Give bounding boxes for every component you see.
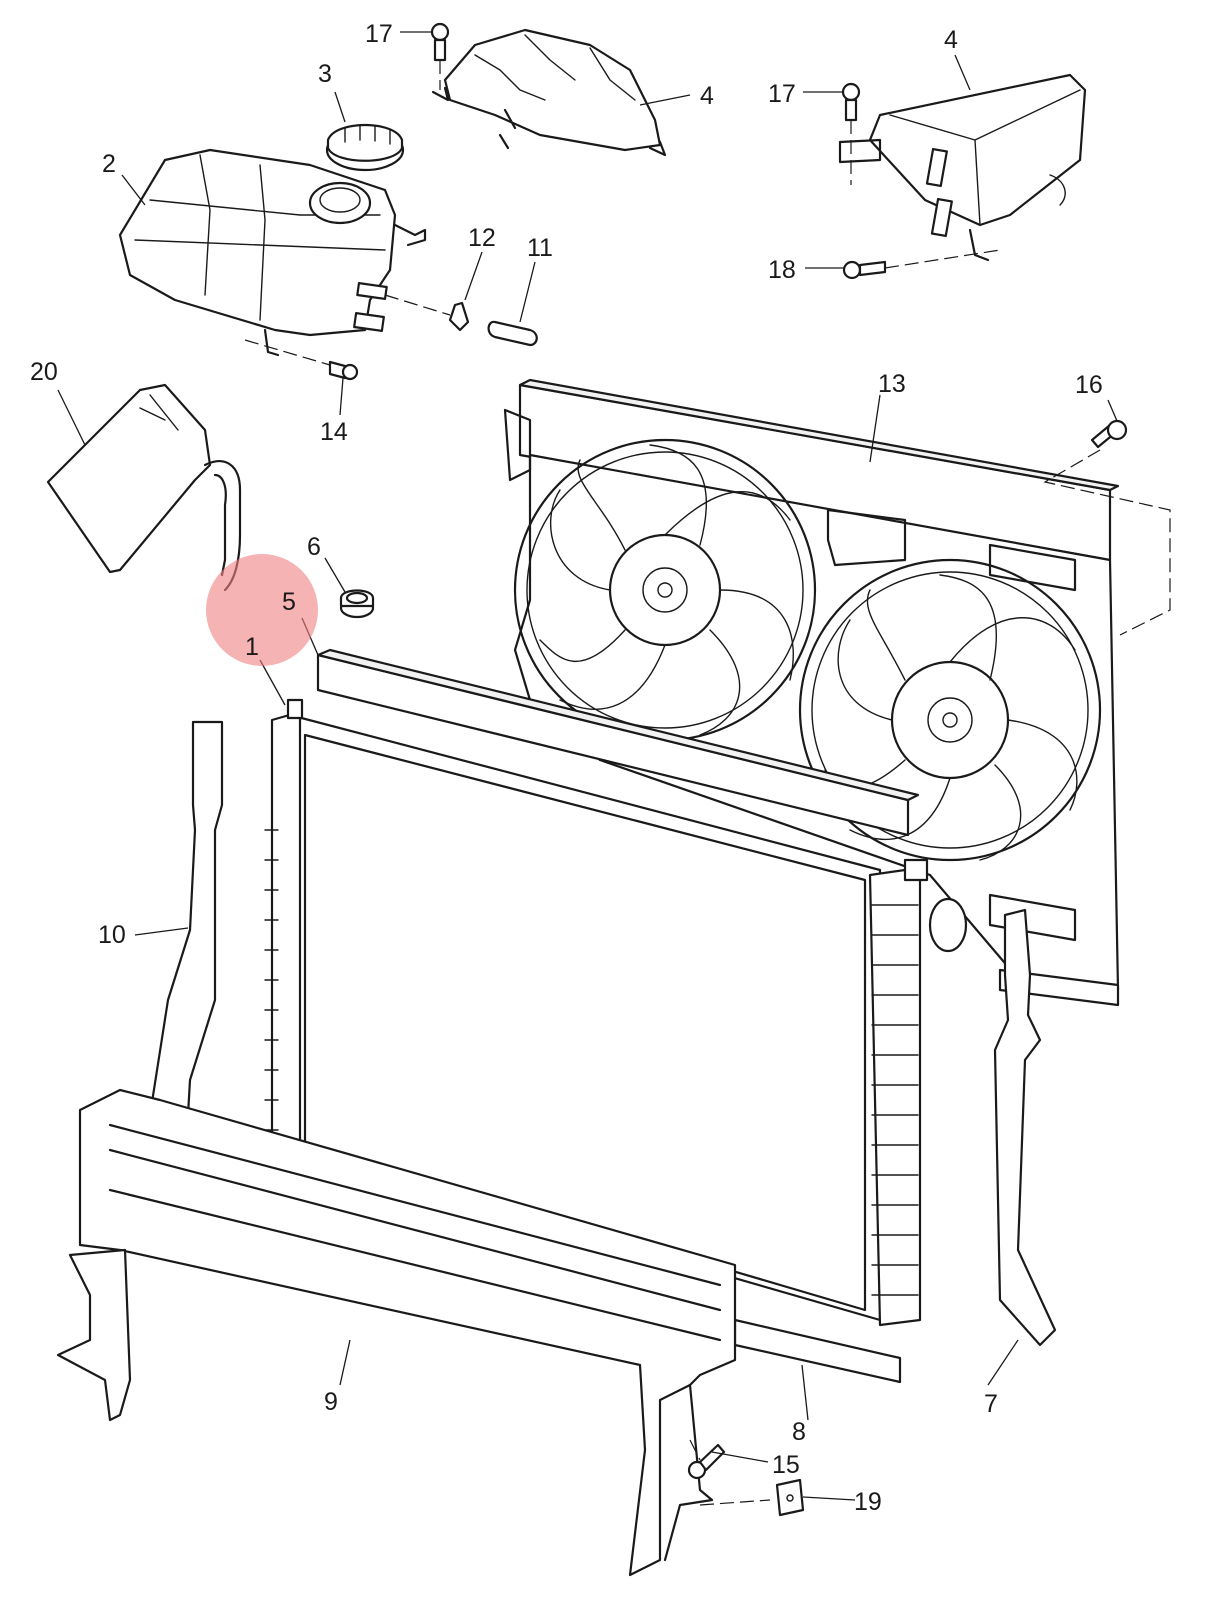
label-14: 14 [320,418,348,446]
label-10: 10 [98,921,126,949]
left-side-seal[interactable] [148,720,224,1117]
label-16: 16 [1075,371,1103,399]
label-20: 20 [30,358,58,386]
bolt-16[interactable] [1090,419,1128,449]
label-3: 3 [318,60,332,88]
bolt-17-right[interactable] [841,82,861,122]
assembly-dashed-lines [244,60,1171,1506]
hose-clip[interactable] [448,301,470,332]
label-12: 12 [468,224,496,252]
highlight-marker [206,554,318,666]
label-19: 19 [854,1488,882,1516]
leader-lines [57,31,1118,1501]
expansion-tank-variant-top[interactable] [431,28,667,157]
part-labels: 17 3 2 4 4 17 18 12 11 14 20 16 13 6 5 1… [30,20,1103,1516]
label-1: 1 [245,633,259,661]
label-8: 8 [792,1418,806,1446]
label-17-right: 17 [768,80,796,108]
label-4-right: 4 [944,26,958,54]
hose-pipe[interactable] [487,320,538,347]
label-2: 2 [102,150,116,178]
bolt-17-top[interactable] [430,22,450,62]
expansion-tank[interactable] [118,148,427,357]
label-4-top: 4 [700,82,714,110]
label-7: 7 [984,1390,998,1418]
label-6: 6 [307,533,321,561]
label-15: 15 [772,1451,800,1479]
expansion-tank-cap[interactable] [325,124,405,172]
label-5: 5 [282,588,296,616]
reservoir-variant-right[interactable] [838,73,1087,262]
clip-nut[interactable] [775,1478,805,1517]
rubber-grommet[interactable] [339,589,375,619]
fan-shroud-assembly[interactable] [503,378,1120,1007]
bolt-15[interactable] [687,1443,726,1480]
label-18: 18 [768,256,796,284]
label-17-top: 17 [365,20,393,48]
label-13: 13 [878,370,906,398]
bolt-18[interactable] [842,260,887,280]
lower-seal-strip[interactable] [733,1318,902,1384]
coolant-container[interactable] [46,383,242,592]
radiator-assembly[interactable] [264,698,968,1327]
right-side-seal[interactable] [993,908,1057,1347]
label-9: 9 [324,1388,338,1416]
lower-air-deflector[interactable] [56,1088,737,1577]
upper-seal-strip[interactable] [316,648,920,837]
bolt-14[interactable] [328,360,359,381]
label-11: 11 [527,234,553,262]
